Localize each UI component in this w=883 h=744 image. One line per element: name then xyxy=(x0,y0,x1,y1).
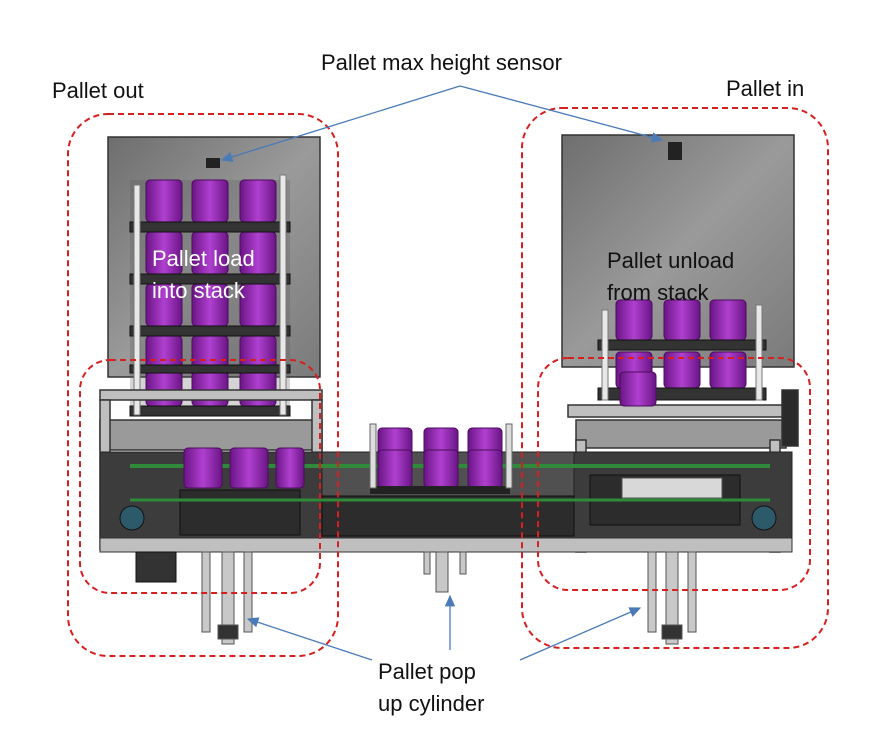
pallet-pop-up-cylinder-label: Pallet pop up cylinder xyxy=(378,659,485,716)
sensor-arrow-right xyxy=(459,85,664,143)
left-cup-stack xyxy=(129,174,291,417)
pallet-max-height-sensor-label: Pallet max height sensor xyxy=(321,50,562,75)
pallet-in-zone xyxy=(521,107,829,649)
right-height-sensor xyxy=(668,142,682,160)
sensor-arrow-left xyxy=(220,85,461,162)
pallet-out-label: Pallet out xyxy=(52,78,144,103)
left-height-sensor xyxy=(206,158,220,168)
cylinder-arrow-right xyxy=(519,607,642,661)
pallet-in-label: Pallet in xyxy=(726,76,805,101)
annotation-arrows xyxy=(220,85,664,661)
pallet-out-lower-zone xyxy=(79,359,321,594)
middle-cup-pallet xyxy=(183,371,657,494)
pop-up-cylinders xyxy=(201,551,697,645)
pallet-load-into-stack-label: Pallet load into stack xyxy=(152,246,255,303)
cylinder-arrow-left xyxy=(246,617,373,661)
pallet-unload-from-stack-label: Pallet unload from stack xyxy=(607,248,735,305)
zone-outlines xyxy=(67,107,829,657)
pallet-out-zone xyxy=(67,113,339,657)
right-cup-pallet xyxy=(597,299,767,401)
pallet-in-lower-zone xyxy=(537,357,811,591)
